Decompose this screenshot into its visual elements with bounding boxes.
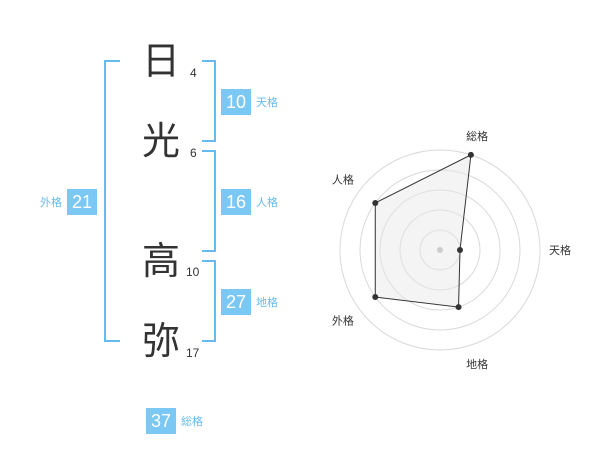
radar-grid [339,149,541,351]
tenkaku-label: 天格 [256,96,278,109]
radar-point-3 [455,304,462,311]
radar-point-4 [372,294,379,301]
radar-grid-ring [379,189,501,311]
name-char-4: 弥 [142,319,181,363]
radar-point-1 [467,151,474,158]
stroke-count-2: 6 [190,146,197,160]
name-char-1: 日 [142,39,181,83]
radar-grid-ring [339,149,541,351]
tenkaku-bracket [202,60,216,142]
radar-axis-label-5: 人格 [332,172,354,186]
radar-axis-label-1: 総格 [466,129,488,143]
tenkaku-value: 10 [221,89,251,115]
soukaku-label: 総格 [181,415,203,428]
chikaku-value: 27 [221,289,251,315]
chikaku-badge: 27 地格 [221,289,278,315]
name-char-2: 光 [142,119,181,163]
radar-data-shape [374,154,472,308]
radar-axis-label-4: 外格 [332,314,354,328]
chikaku-label: 地格 [256,296,278,309]
tenkaku-badge: 10 天格 [221,89,278,115]
jinkaku-badge: 16 人格 [221,189,278,215]
chikaku-bracket [202,260,216,342]
gaikaku-badge: 外格 21 [40,189,97,215]
name-char-3: 高 [142,239,181,283]
radar-center-dot [437,247,443,253]
stroke-count-3: 10 [186,265,200,279]
jinkaku-value: 16 [221,189,251,215]
radar-axis-label-3: 地格 [466,357,488,370]
jinkaku-label: 人格 [256,196,278,209]
gaikaku-label: 外格 [40,196,62,209]
radar-point-5 [372,199,379,206]
radar-point-2 [457,247,463,253]
stroke-count-1: 4 [190,66,197,80]
gaikaku-bracket [104,60,120,342]
soukaku-badge: 37 総格 [146,408,203,434]
radar-points [372,151,474,311]
stroke-count-4: 17 [186,346,200,360]
soukaku-value: 37 [146,408,176,434]
radar-grid-ring [399,209,481,291]
radar-axis-label-2: 天格 [549,243,571,257]
jinkaku-bracket [202,150,216,252]
gaikaku-value: 21 [67,189,97,215]
